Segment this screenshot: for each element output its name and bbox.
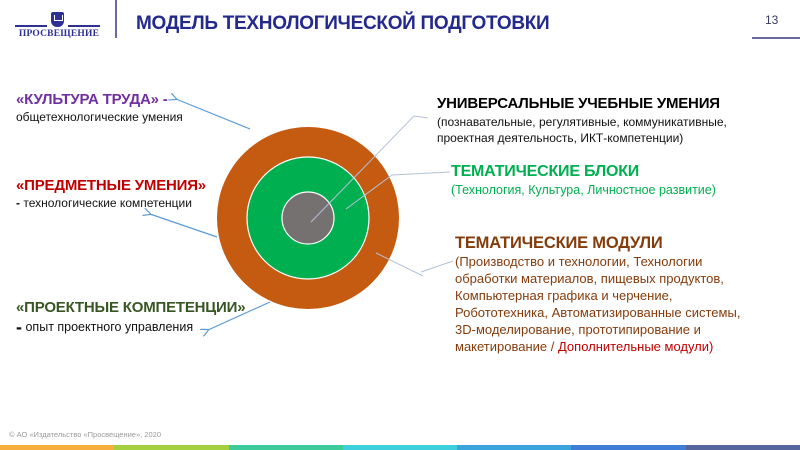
- inner-circle: [281, 191, 335, 245]
- logo-line-right: [68, 25, 100, 27]
- footer-segment: [228, 445, 343, 450]
- label-kultura-truda: «КУЛЬТУРА ТРУДА» - общетехнологические у…: [16, 91, 183, 124]
- label-heading: «ПРОЕКТНЫЕ КОМПЕТЕНЦИИ»: [16, 299, 246, 316]
- dash: -: [16, 317, 22, 337]
- label-proektnye-kompetentsii: «ПРОЕКТНЫЕ КОМПЕТЕНЦИИ» - опыт проектног…: [16, 299, 246, 338]
- footer-segment: [342, 445, 458, 450]
- arrow-kultura-truda: [176, 99, 251, 130]
- label-subtext: технологические компетенции: [23, 196, 192, 210]
- label-subtext: опыт проектного управления: [25, 320, 194, 334]
- label-heading: ТЕМАТИЧЕСКИЕ МОДУЛИ: [455, 234, 663, 252]
- prosveshchenie-logo: ПРОСВЕЩЕНИЕ: [14, 8, 104, 40]
- label-line: обработки материалов, пищевых продуктов,: [455, 271, 724, 286]
- arrow-predmetnye-umeniya: [150, 214, 218, 238]
- dash: -: [16, 196, 20, 210]
- label-heading: УНИВЕРСАЛЬНЫЕ УЧЕБНЫЕ УМЕНИЯ: [437, 95, 720, 112]
- label-heading: «КУЛЬТУРА ТРУДА» -: [16, 91, 168, 108]
- label-line: Компьютерная графика и черчение,: [455, 288, 673, 303]
- label-heading: ТЕМАТИЧЕСКИЕ БЛОКИ: [451, 163, 640, 180]
- footer-segment: [685, 445, 800, 450]
- label-line: Робототехника, Автоматизированные систем…: [455, 305, 741, 320]
- shield-icon: [51, 12, 64, 27]
- page-number: 13: [765, 13, 779, 27]
- label-uud: УНИВЕРСАЛЬНЫЕ УЧЕБНЫЕ УМЕНИЯ (познавател…: [437, 95, 727, 146]
- closing-paren: ): [709, 339, 714, 354]
- copyright: © АО «Издательство «Просвещение», 2020: [9, 430, 161, 439]
- label-heading: «ПРЕДМЕТНЫЕ УМЕНИЯ»: [16, 177, 206, 194]
- label-line: (Технология, Культура, Личностное развит…: [451, 183, 716, 197]
- footer-segment: [114, 445, 229, 450]
- label-line: 3D-моделирование, прототипирование и: [455, 322, 701, 337]
- label-line: проектная деятельность, ИКТ-компетенции): [437, 131, 684, 145]
- label-subtext-row: - технологические компетенции: [16, 196, 206, 210]
- label-subtext: общетехнологические умения: [16, 110, 183, 124]
- footer-segment: [0, 445, 115, 450]
- arrow-proektnye-kompetentsii: [208, 301, 271, 330]
- footer-segment: [457, 445, 572, 450]
- leader-line-moduli-tail: [420, 260, 454, 273]
- label-line: (познавательные, регулятивные, коммуника…: [437, 115, 727, 129]
- label-line-last: макетирование / Дополнительные модули): [455, 338, 740, 355]
- label-predmetnye-umeniya: «ПРЕДМЕТНЫЕ УМЕНИЯ» - технологические ко…: [16, 177, 206, 210]
- page-title: МОДЕЛЬ ТЕХНОЛОГИЧЕСКОЙ ПОДГОТОВКИ: [136, 13, 550, 34]
- logo-line-left: [15, 25, 47, 27]
- additional-modules-text: Дополнительные модули: [557, 339, 710, 354]
- footer-segment: [571, 445, 686, 450]
- header-divider: [115, 0, 117, 38]
- leader-line-uud: [310, 115, 429, 223]
- label-tematicheskie-bloki: ТЕМАТИЧЕСКИЕ БЛОКИ (Технология, Культура…: [451, 163, 716, 198]
- label-line: (Производство и технологии, Технологии: [455, 254, 703, 269]
- label-subtext-row: - опыт проектного управления: [16, 317, 245, 338]
- page-number-underline: [752, 37, 800, 39]
- label-tematicheskie-moduli: ТЕМАТИЧЕСКИЕ МОДУЛИ (Производство и техн…: [455, 234, 740, 355]
- label-line: макетирование /: [455, 339, 558, 354]
- leader-line-moduli: [375, 252, 424, 277]
- logo-text: ПРОСВЕЩЕНИЕ: [18, 29, 100, 39]
- footer-color-bar: [0, 445, 800, 450]
- leader-line-bloki: [345, 171, 451, 210]
